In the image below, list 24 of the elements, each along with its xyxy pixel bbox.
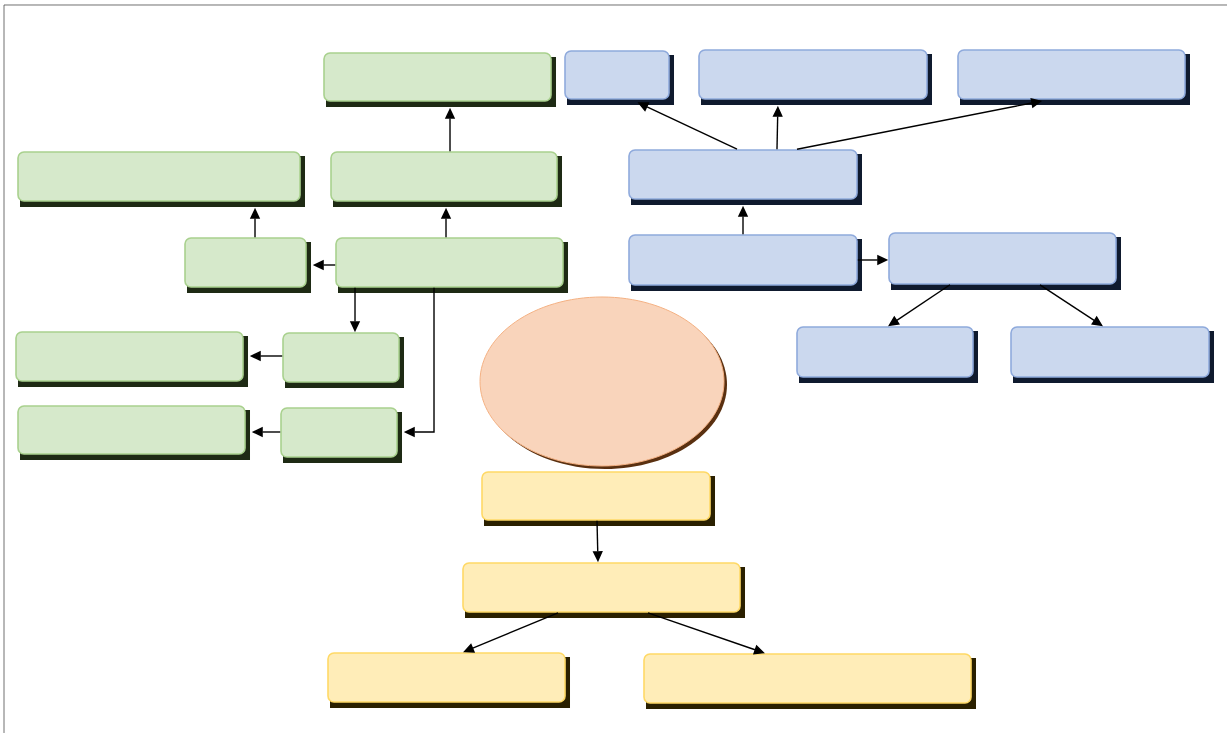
process-box	[628, 234, 862, 291]
process-box	[957, 49, 1190, 105]
process-box	[462, 562, 745, 618]
process-box	[628, 149, 862, 205]
process-box	[335, 237, 568, 293]
process-box	[17, 405, 250, 460]
process-box	[643, 653, 976, 709]
circle-node	[479, 296, 727, 469]
process-box	[888, 232, 1121, 290]
process-box	[282, 332, 404, 388]
process-box	[184, 237, 311, 293]
process-box	[17, 151, 305, 207]
process-box	[327, 652, 570, 708]
arrow	[463, 612, 559, 653]
process-box	[564, 50, 674, 105]
process-box	[280, 407, 402, 463]
process-box	[698, 49, 932, 105]
process-box	[15, 331, 248, 387]
arrow	[647, 612, 765, 655]
process-box	[481, 471, 715, 526]
process-box	[1010, 326, 1214, 383]
process-box	[330, 151, 562, 207]
process-box	[796, 326, 978, 383]
process-box	[323, 52, 556, 107]
